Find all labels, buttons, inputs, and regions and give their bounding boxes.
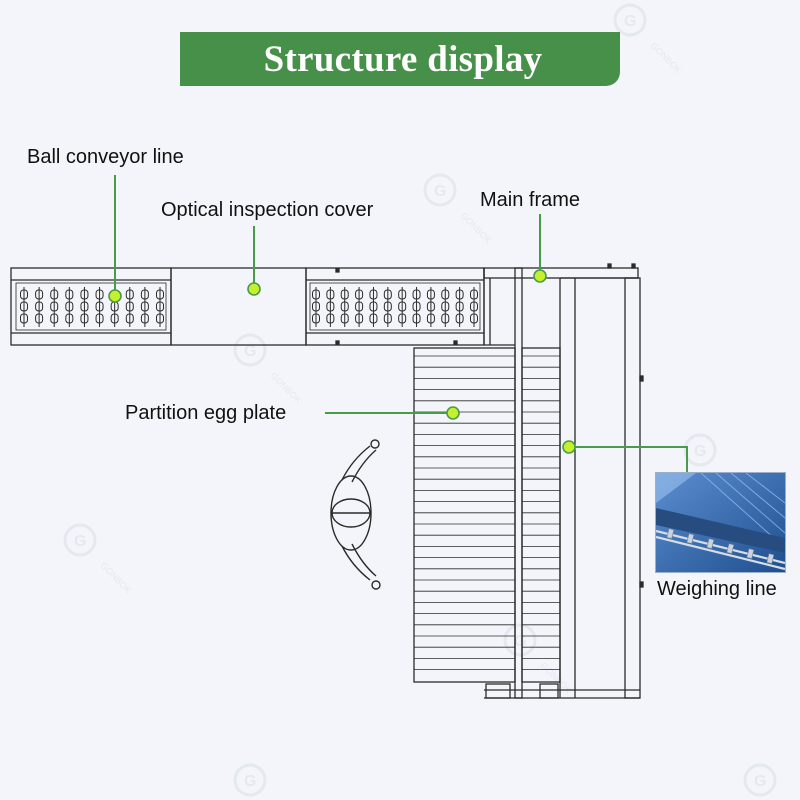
title-banner: Structure display — [180, 32, 620, 86]
weighing-line-photo — [655, 472, 786, 573]
conveyor-roller — [383, 287, 392, 327]
conveyor-roller — [95, 287, 104, 327]
callout-lines — [114, 175, 688, 472]
label-main-frame: Main frame — [480, 189, 581, 211]
callout-dot-weighing-line — [562, 440, 576, 454]
svg-text:G: G — [244, 773, 256, 790]
conveyor-roller — [369, 287, 378, 327]
svg-text:G: G — [434, 183, 446, 200]
svg-text:G: G — [754, 773, 766, 790]
conveyor-rollers-left — [20, 287, 164, 327]
svg-text:G: G — [694, 443, 706, 460]
label-weighing-line: Weighing line — [657, 578, 777, 600]
partition-egg-plate-shape — [413, 347, 561, 683]
conveyor-roller — [398, 287, 407, 327]
conveyor-roller — [340, 287, 349, 327]
svg-text:G: G — [74, 533, 86, 550]
callout-dots — [108, 269, 576, 454]
conveyor-roller — [470, 287, 478, 327]
label-optical-inspection-cover: Optical inspection cover — [161, 199, 374, 221]
main-frame-shape — [483, 263, 644, 699]
conveyor-roller — [65, 287, 74, 327]
conveyor-roller — [455, 287, 464, 327]
conveyor-roller — [80, 287, 89, 327]
conveyor-roller — [50, 287, 59, 327]
ball-conveyor-left — [10, 267, 172, 346]
plate-slats — [414, 355, 560, 670]
conveyor-roller — [140, 287, 149, 327]
svg-text:G: G — [244, 343, 256, 360]
conveyor-roller — [35, 287, 44, 327]
label-partition-egg-plate: Partition egg plate — [125, 402, 287, 424]
label-ball-conveyor-line: Ball conveyor line — [27, 146, 184, 168]
callout-dot-partition-plate — [446, 406, 460, 420]
svg-text:G: G — [624, 13, 636, 30]
conveyor-roller — [412, 287, 421, 327]
conveyor-roller — [156, 287, 164, 327]
callout-dot-ball-conveyor — [108, 289, 122, 303]
conveyor-roller — [20, 287, 28, 327]
svg-text:G: G — [514, 633, 526, 650]
conveyor-roller — [125, 287, 134, 327]
conveyor-roller — [426, 287, 435, 327]
ball-conveyor-right — [305, 267, 485, 346]
page-title: Structure display — [263, 38, 543, 80]
operator-figure — [330, 439, 381, 590]
conveyor-roller — [326, 287, 335, 327]
conveyor-rollers-right — [312, 287, 478, 327]
callout-dot-main-frame — [533, 269, 547, 283]
conveyor-roller — [312, 287, 320, 327]
conveyor-roller — [355, 287, 364, 327]
callout-dot-optical-cover — [247, 282, 261, 296]
optical-inspection-cover-shape — [170, 267, 307, 346]
conveyor-roller — [441, 287, 450, 327]
